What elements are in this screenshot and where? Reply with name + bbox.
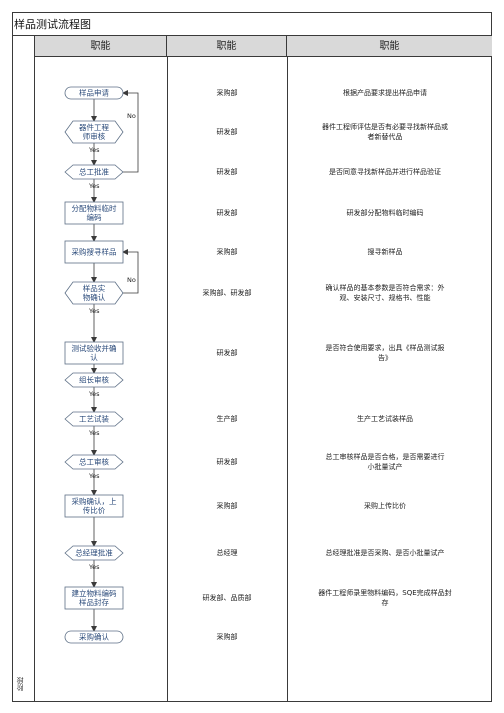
flow-node-text: 师审核 [83, 131, 106, 141]
flow-node-text: 物确认 [83, 292, 106, 302]
decision-shape [64, 411, 124, 427]
decision-shape [64, 120, 124, 144]
page-title: 样品测试流程图 [14, 18, 91, 31]
column-header-desc: 职能 [287, 36, 492, 57]
yes-label: Yes [88, 563, 100, 571]
yes-label: Yes [88, 429, 100, 437]
flow-node-10: 总工审核 [64, 454, 124, 470]
flow-node-text: 测试验收并确 [72, 343, 117, 353]
desc-cell-2: 器件工程师评估是否有必要寻找新样品或者新替代品 [322, 123, 448, 141]
desc-cell-5: 搜寻新样品 [367, 248, 403, 256]
decision-shape [64, 281, 124, 305]
flow-node-text: 器件工程 [79, 122, 109, 132]
desc-cell-9: 总工审核样品是否合格，是否需要进行小批量试产 [325, 453, 445, 471]
flow-node-text: 采购搜寻样品 [72, 247, 117, 257]
desc-cell-11: 总经理批准是否采购、是否小批量试产 [325, 549, 445, 557]
flow-node-4: 分配物料临时编码 [64, 201, 124, 225]
decision-shape [64, 372, 124, 388]
decision-shape [64, 454, 124, 470]
decision-shape [64, 164, 124, 180]
desc-cell-3: 是否同意寻找新样品并进行样品验证 [329, 168, 441, 176]
yes-label: Yes [88, 472, 100, 480]
column-divider-2 [287, 57, 288, 702]
flow-node-text: 分配物料临时 [72, 203, 117, 213]
feedback-loop-arrow [122, 90, 139, 173]
dept-cell-6: 采购部、研发部 [202, 289, 252, 297]
flow-node-text: 建立物料编码 [72, 588, 117, 598]
flow-node-text: 组长审核 [79, 375, 109, 385]
flow-node-text: 传比价 [83, 505, 106, 515]
no-label: No [127, 112, 136, 120]
flow-node-12: 总经理批准 [64, 545, 124, 561]
terminal-shape [64, 86, 124, 100]
yes-label: Yes [88, 390, 100, 398]
dept-cell-12: 研发部、品质部 [202, 594, 252, 602]
flow-node-8: 组长审核 [64, 372, 124, 388]
flow-node-11: 采购确认，上传比价 [64, 494, 124, 518]
flow-node-text: 采购确认 [79, 632, 109, 642]
desc-cell-7: 是否符合使用要求，出具《样品测试报告》 [325, 344, 445, 362]
dept-cell-8: 生产部 [216, 415, 238, 423]
desc-cell-6: 确认样品的基本参数是否符合需求：外观、安装尺寸、规格书、性能 [325, 284, 445, 302]
process-shape [64, 201, 124, 225]
dept-cell-1: 采购部 [216, 89, 238, 97]
flow-node-1: 样品申请 [64, 86, 124, 100]
flow-node-text: 样品封存 [79, 597, 109, 607]
flow-node-text: 认 [90, 352, 98, 362]
column-divider-1 [167, 57, 168, 702]
dept-cell-11: 总经理 [216, 549, 238, 557]
flow-node-text: 总工批准 [79, 167, 109, 177]
column-header-dept: 职能 [167, 36, 287, 57]
flow-node-5: 采购搜寻样品 [64, 240, 124, 264]
desc-cell-12: 器件工程师录里物料编码，SQE完成样品封存 [318, 589, 452, 607]
flow-node-text: 总经理批准 [75, 548, 113, 558]
flow-node-text: 样品申请 [79, 88, 109, 98]
dept-cell-3: 研发部 [216, 168, 238, 176]
decision-shape [64, 545, 124, 561]
stage-column [12, 35, 35, 702]
flow-node-text: 样品实 [83, 283, 106, 293]
dept-cell-10: 采购部 [216, 502, 238, 510]
terminal-shape [64, 630, 124, 644]
flow-node-text: 工艺试装 [79, 414, 109, 424]
process-shape [64, 341, 124, 365]
flow-node-text: 编码 [87, 212, 102, 222]
flow-node-14: 采购确认 [64, 630, 124, 644]
process-shape [64, 240, 124, 264]
yes-label: Yes [88, 182, 100, 190]
flow-node-9: 工艺试装 [64, 411, 124, 427]
dept-cell-7: 研发部 [216, 349, 238, 357]
column-header-flow: 职能 [35, 36, 167, 57]
feedback-loop-arrow [122, 249, 139, 294]
no-label: No [127, 276, 136, 284]
process-shape [64, 494, 124, 518]
dept-cell-9: 研发部 [216, 458, 238, 466]
flow-node-text: 总工审核 [79, 457, 109, 467]
desc-cell-4: 研发部分配物料临时编码 [346, 209, 424, 217]
desc-cell-8: 生产工艺试装样品 [357, 415, 413, 423]
desc-cell-10: 采购上传比价 [364, 502, 406, 510]
flow-node-text: 采购确认，上 [72, 496, 117, 506]
dept-cell-5: 采购部 [216, 248, 238, 256]
yes-label: Yes [88, 146, 100, 154]
dept-cell-2: 研发部 [216, 128, 238, 136]
flow-node-3: 总工批准 [64, 164, 124, 180]
dept-cell-13: 采购部 [216, 633, 238, 641]
yes-label: Yes [88, 307, 100, 315]
dept-cell-4: 研发部 [216, 209, 238, 217]
process-shape [64, 586, 124, 610]
desc-cell-1: 根据产品要求提出样品申请 [343, 89, 427, 97]
title-divider [12, 35, 492, 36]
